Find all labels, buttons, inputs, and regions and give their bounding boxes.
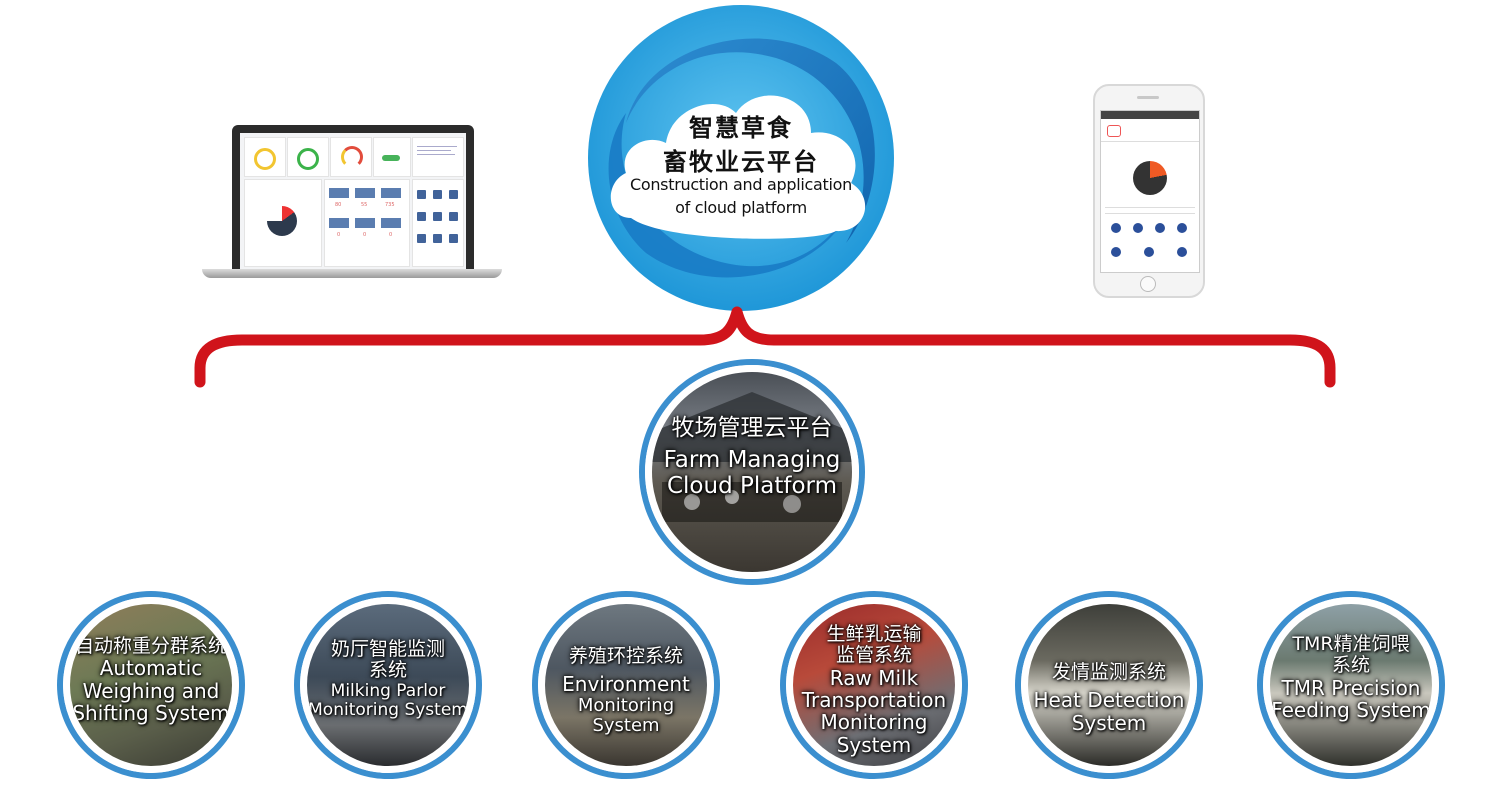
smartphone-app-icon (1093, 84, 1205, 298)
system-label-en: Heat Detection (1033, 688, 1185, 713)
system-label-en: Environment (562, 672, 690, 697)
system-label-zh: 系统 (1331, 654, 1370, 677)
system-label-en: Shifting System (72, 701, 230, 726)
system-label-en: TMR Precision (1281, 675, 1421, 700)
system-node-milking-parlor[interactable]: 奶厅智能监测 系统 Milking Parlor Monitoring Syst… (300, 597, 476, 773)
cloud-title-zh-line1: 智慧草食 (689, 114, 793, 142)
phone-speaker (1137, 96, 1159, 99)
system-label-zh: TMR精准饲喂 (1292, 633, 1410, 655)
system-label-en: Monitoring System (577, 694, 675, 736)
system-node-tmr-feeding[interactable]: TMR精准饲喂 系统 TMR Precision Feeding System (1263, 597, 1439, 773)
system-label-en: Feeding System (1271, 697, 1431, 722)
system-node-heat-detection[interactable]: 发情监测系统 Heat Detection System (1021, 597, 1197, 773)
phone-home-button (1140, 276, 1156, 292)
laptop-dashboard-icon: 80 55 735 0 0 0 (202, 125, 502, 280)
system-label-en: Automatic (99, 656, 203, 681)
phone-screen (1100, 110, 1200, 273)
system-label-en: Raw Milk (829, 665, 919, 690)
cloud-title-en-line1: Construction and application (629, 175, 852, 194)
dashboard-preview: 80 55 735 0 0 0 (240, 133, 466, 269)
center-node-label-en-1: Farm Managing (663, 446, 841, 473)
cloud-title-zh-line2: 畜牧业云平台 (663, 148, 819, 176)
system-label-zh: 生鲜乳运输 (826, 623, 922, 645)
system-label-zh: 养殖环控系统 (568, 645, 683, 667)
system-label-en: Monitoring (820, 710, 928, 735)
system-label-zh: 监管系统 (835, 644, 912, 667)
system-label-zh: 奶厅智能监测 (330, 638, 445, 660)
system-label-en: System (836, 732, 912, 757)
cloud-platform-logo (588, 5, 894, 311)
laptop-screen: 80 55 735 0 0 0 (232, 125, 474, 271)
center-node-label-zh: 牧场管理云平台 (671, 415, 833, 441)
laptop-base (202, 269, 502, 278)
system-label-en: Transportation (801, 687, 947, 712)
system-label-en: Weighing and (82, 678, 220, 703)
system-label-en: System (1071, 710, 1147, 735)
center-node-label-en-2: Cloud Platform (666, 472, 837, 499)
farm-managing-cloud-node[interactable]: 牧场管理云平台 Farm Managing Cloud Platform (645, 365, 859, 579)
system-label-zh: 系统 (368, 659, 407, 682)
system-node-environment[interactable]: 养殖环控系统 Environment Monitoring System (538, 597, 714, 773)
cloud-title-en-line2: of cloud platform (675, 198, 807, 217)
barn-photo-icon (652, 392, 852, 522)
system-label-zh: 发情监测系统 (1051, 661, 1166, 683)
system-label-en: Milking Parlor (330, 680, 446, 701)
system-label-en: Monitoring System (308, 699, 468, 720)
system-node-weighing[interactable]: 自动称重分群系统 Automatic Weighing and Shifting… (63, 597, 239, 773)
system-label-zh: 自动称重分群系统 (74, 635, 227, 657)
connector-bracket (194, 306, 1336, 388)
system-node-raw-milk[interactable]: 生鲜乳运输 监管系统 Raw Milk Transportation Monit… (786, 597, 962, 773)
